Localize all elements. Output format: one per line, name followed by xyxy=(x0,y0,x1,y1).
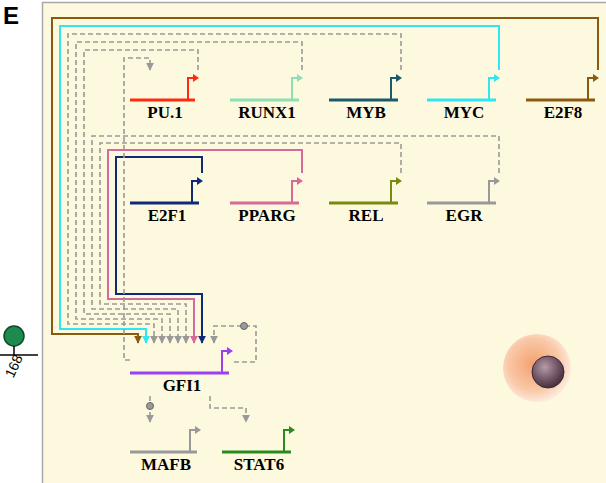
gene-name-text: MYC xyxy=(444,103,485,123)
gene-name: PU.1 xyxy=(130,103,200,123)
gene-glyph xyxy=(329,70,403,102)
gene-glyph xyxy=(329,173,403,205)
regulation-edge xyxy=(214,326,256,362)
gene-name-text: EGR xyxy=(446,206,483,226)
gene-line xyxy=(427,99,496,102)
gene-glyph xyxy=(130,70,200,102)
promoter-arrowhead xyxy=(593,74,599,82)
cell-illustration xyxy=(503,334,571,402)
promoter-arrowhead xyxy=(396,177,402,185)
gene-line xyxy=(329,99,398,102)
gene-name: EGR xyxy=(427,206,501,226)
promoter-arrowhead xyxy=(494,74,500,82)
regulation-edge xyxy=(116,157,202,343)
gene-name-text: E2F1 xyxy=(148,206,187,226)
gene-name: MYC xyxy=(427,103,501,123)
gene-line xyxy=(230,99,299,102)
promoter-arrowhead xyxy=(193,74,199,82)
gene-node: GFI1 xyxy=(130,343,234,396)
promoter-arrowhead xyxy=(494,177,500,185)
gene-node: E2F8 xyxy=(526,70,600,123)
promoter-arrowhead xyxy=(289,426,295,434)
gene-name-text: E2F8 xyxy=(544,103,583,123)
gene-glyph xyxy=(130,173,204,205)
gene-line xyxy=(526,99,595,102)
gene-name: MYB xyxy=(329,103,403,123)
gene-line xyxy=(329,202,398,205)
regulation-edge xyxy=(108,150,302,343)
gene-name: PPARG xyxy=(230,206,304,226)
gene-name: RUNX1 xyxy=(230,103,304,123)
gene-name-text: PPARG xyxy=(238,206,295,226)
promoter-arrowhead xyxy=(195,426,201,434)
gene-line xyxy=(130,451,197,454)
gene-name: STAT6 xyxy=(222,455,296,475)
gene-name: E2F8 xyxy=(526,103,600,123)
promoter-arrowhead xyxy=(396,74,402,82)
gene-node: EGR xyxy=(427,173,501,226)
gene-line xyxy=(427,202,496,205)
promoter-arrowhead xyxy=(297,177,303,185)
cell-nucleus xyxy=(532,356,564,388)
gene-line xyxy=(230,202,299,205)
regulation-edge xyxy=(92,136,499,343)
gene-name-text: STAT6 xyxy=(234,455,284,475)
panel-letter: E xyxy=(3,2,19,30)
gene-node: MYB xyxy=(329,70,403,123)
gene-glyph xyxy=(130,422,202,454)
gene-glyph xyxy=(427,173,501,205)
gene-node: PPARG xyxy=(230,173,304,226)
gene-name-text: MAFB xyxy=(141,455,191,475)
gene-name: REL xyxy=(329,206,403,226)
gene-node: RUNX1 xyxy=(230,70,304,123)
repression-dot xyxy=(241,323,248,330)
gene-glyph xyxy=(526,70,600,102)
gene-line xyxy=(130,202,199,205)
gene-glyph xyxy=(230,70,304,102)
gene-node: E2F1 xyxy=(130,173,204,226)
regulation-edge xyxy=(124,58,150,360)
repression-dot xyxy=(147,403,154,410)
cluster-number: 168 xyxy=(1,352,25,380)
regulation-edge xyxy=(60,26,499,343)
gene-node: REL xyxy=(329,173,403,226)
gene-node: STAT6 xyxy=(222,422,296,475)
promoter-arrowhead xyxy=(227,347,233,355)
gene-name-text: GFI1 xyxy=(163,376,202,396)
gene-name-text: RUNX1 xyxy=(238,103,296,123)
gene-node: MYC xyxy=(427,70,501,123)
gene-node: PU.1 xyxy=(130,70,200,123)
gene-glyph xyxy=(427,70,501,102)
gene-name: MAFB xyxy=(130,455,202,475)
gene-name: GFI1 xyxy=(130,376,234,396)
regulation-edge xyxy=(76,42,302,343)
gene-name: E2F1 xyxy=(130,206,204,226)
cluster-dot xyxy=(4,326,24,346)
gene-name-text: PU.1 xyxy=(147,103,182,123)
gene-glyph xyxy=(130,343,234,375)
gene-line xyxy=(130,372,229,375)
gene-node: MAFB xyxy=(130,422,202,475)
gene-glyph xyxy=(230,173,304,205)
regulation-edge xyxy=(100,143,401,343)
promoter-arrowhead xyxy=(297,74,303,82)
gene-line xyxy=(222,451,291,454)
regulation-edge xyxy=(68,34,401,343)
regulation-edge xyxy=(52,18,598,343)
panel-background xyxy=(43,3,606,483)
gene-name-text: MYB xyxy=(346,103,386,123)
gene-line xyxy=(130,99,195,102)
promoter-arrowhead xyxy=(197,177,203,185)
regulation-edge xyxy=(210,396,246,422)
gene-glyph xyxy=(222,422,296,454)
gene-name-text: REL xyxy=(349,206,384,226)
